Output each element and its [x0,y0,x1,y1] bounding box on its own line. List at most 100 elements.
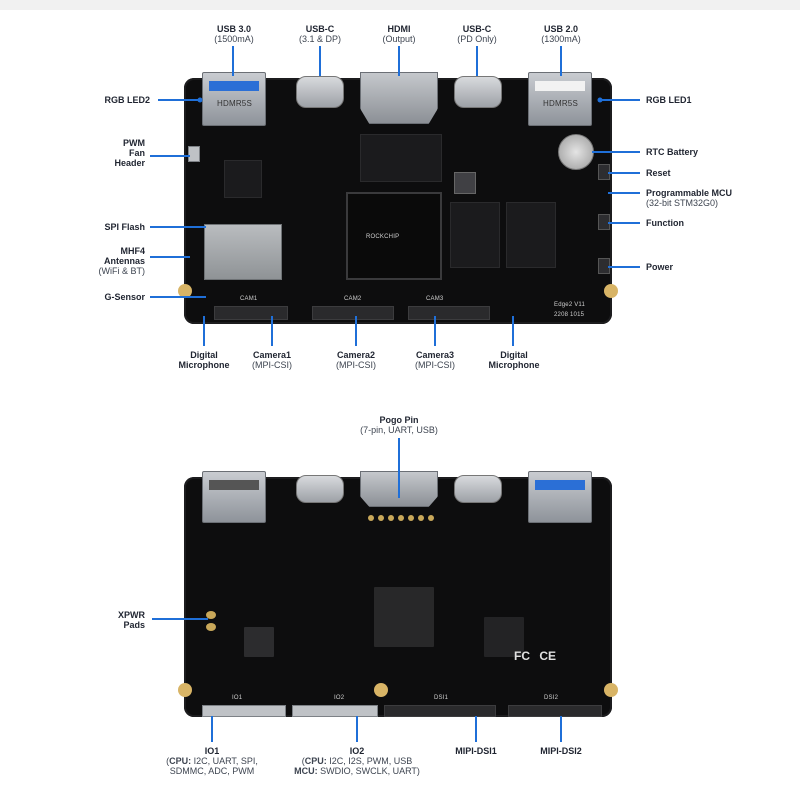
usb2-port: HDMR5S [528,72,592,126]
ram-chip-1 [450,202,500,268]
leader-gsensor [150,296,206,298]
label-rtc-text: RTC Battery [646,147,699,157]
label-xpwr-line2: Pads [123,620,145,630]
label-mhf4-line2: Antennas [103,256,145,266]
label-usbc-pd-title: USB-C [462,24,492,34]
cam1-silk: CAM1 [240,296,258,302]
leader-cam3 [434,316,436,346]
label-mhf4: MHF4 Antennas (WiFi & BT) [99,246,146,276]
label-g-sensor-text: G-Sensor [104,292,145,302]
label-pwm-fan: PWM Fan Header [114,138,145,168]
xpwr-pad-1 [206,611,216,619]
label-reset: Reset [646,168,671,178]
label-mic1: Digital Microphone [179,350,230,370]
label-usbc31-sub: (3.1 & DP) [298,34,342,44]
label-rgb-led1-text: RGB LED1 [646,95,692,105]
label-camera2-sub: (MPI-CSI) [336,360,376,370]
label-power-text: Power [646,262,674,272]
label-io1-cpu-key: CPU: [169,756,192,766]
leader-mic1 [203,316,205,346]
label-usbc-pd: USB-C (PD Only) [457,24,497,44]
label-pogo: Pogo Pin (7-pin, UART, USB) [360,415,438,435]
label-usbc31: USB-C (3.1 & DP) [299,24,341,44]
label-usb3-title: USB 3.0 [216,24,252,34]
label-rgb-led2-text: RGB LED2 [104,95,150,105]
label-io2-cpu-key: CPU: [304,756,327,766]
leader-cam2 [355,316,357,346]
leader-usb3 [232,46,234,76]
label-rgb-led2: RGB LED2 [104,95,150,105]
leader-rtc [592,151,640,153]
mount-hole-back-left [178,683,192,697]
pogo-pins [368,515,448,525]
io2-silk: IO2 [334,695,345,701]
label-mipi-dsi2: MIPI-DSI2 [540,746,582,756]
label-camera2: Camera2 (MPI-CSI) [336,350,376,370]
label-mcu-sub: (32-bit STM32G0) [646,198,719,208]
label-usb3: USB 3.0 (1500mA) [214,24,254,44]
dsi1-silk: DSI1 [434,695,449,701]
label-camera3-title: Camera3 [415,350,455,360]
leader-hdmi [398,46,400,76]
label-power: Power [646,262,673,272]
fc-mark: FC [514,649,530,663]
rtc-battery [558,134,594,170]
leader-function [608,222,640,224]
cam2-silk: CAM2 [344,296,362,302]
label-camera3-sub: (MPI-CSI) [415,360,455,370]
label-mic2-line2: Microphone [488,360,540,370]
leader-rgb1-dot [597,97,603,103]
label-mhf4-sub: (WiFi & BT) [98,266,146,276]
label-pwm-line2: Fan [128,148,145,158]
label-spi-flash-text: SPI Flash [104,222,145,232]
date-silk: 2208 1015 [554,312,585,318]
soc-chip: ROCKCHIP [346,192,442,280]
dsi2-silk: DSI2 [544,695,559,701]
cert-marks: FC CE [514,649,556,663]
label-mic1-line1: Digital [190,350,218,360]
label-pwm-line1: PWM [123,138,145,148]
usb3-port: HDMR5S [202,72,266,126]
label-pogo-sub: (7-pin, UART, USB) [360,425,438,435]
label-camera1-sub: (MPI-CSI) [252,360,292,370]
leader-cam1 [271,316,273,346]
back-usb-right [528,471,592,523]
leader-mhf4 [150,256,190,258]
label-reset-text: Reset [646,168,671,178]
dsi1-connector [384,705,496,717]
mount-hole-back-right [604,683,618,697]
ram-chip-top [360,134,442,182]
label-xpwr: XPWR Pads [118,610,145,630]
io1-silk: IO1 [232,695,243,701]
leader-dsi2 [560,716,562,742]
leader-io1 [211,716,213,742]
label-function-text: Function [646,218,684,228]
label-camera2-title: Camera2 [336,350,376,360]
inductor [454,172,476,194]
label-camera3: Camera3 (MPI-CSI) [415,350,455,370]
leader-fan [150,155,190,157]
label-io1-title: IO1 [204,746,220,756]
label-io2-mcu-val: SWDIO, SWCLK, UART) [317,766,420,776]
leader-power [608,266,640,268]
label-mcu-title: Programmable MCU [646,188,733,198]
label-camera1-title: Camera1 [252,350,292,360]
usb2-silk: HDMR5S [543,99,578,108]
label-usb2-sub: (1300mA) [541,34,581,44]
label-io1-cpu-val: I2C, UART, SPI, [191,756,258,766]
label-rtc-battery: RTC Battery [646,147,698,157]
label-io2: IO2 (CPU: I2C, I2S, PWM, USB MCU: SWDIO,… [294,746,420,776]
ce-mark: CE [539,649,557,663]
leader-mcu [608,192,640,194]
label-usbc31-title: USB-C [305,24,335,34]
cam2-connector [312,306,394,320]
mount-hole-front-right [604,284,618,298]
label-mipi-dsi1: MIPI-DSI1 [455,746,497,756]
cam3-connector [408,306,490,320]
label-mhf4-line1: MHF4 [120,246,146,256]
back-pcb-area-2 [374,587,434,647]
chip-left-small [224,160,262,198]
mount-hole-back-center [374,683,388,697]
leader-pogo [398,438,400,498]
label-mic2: Digital Microphone [489,350,540,370]
